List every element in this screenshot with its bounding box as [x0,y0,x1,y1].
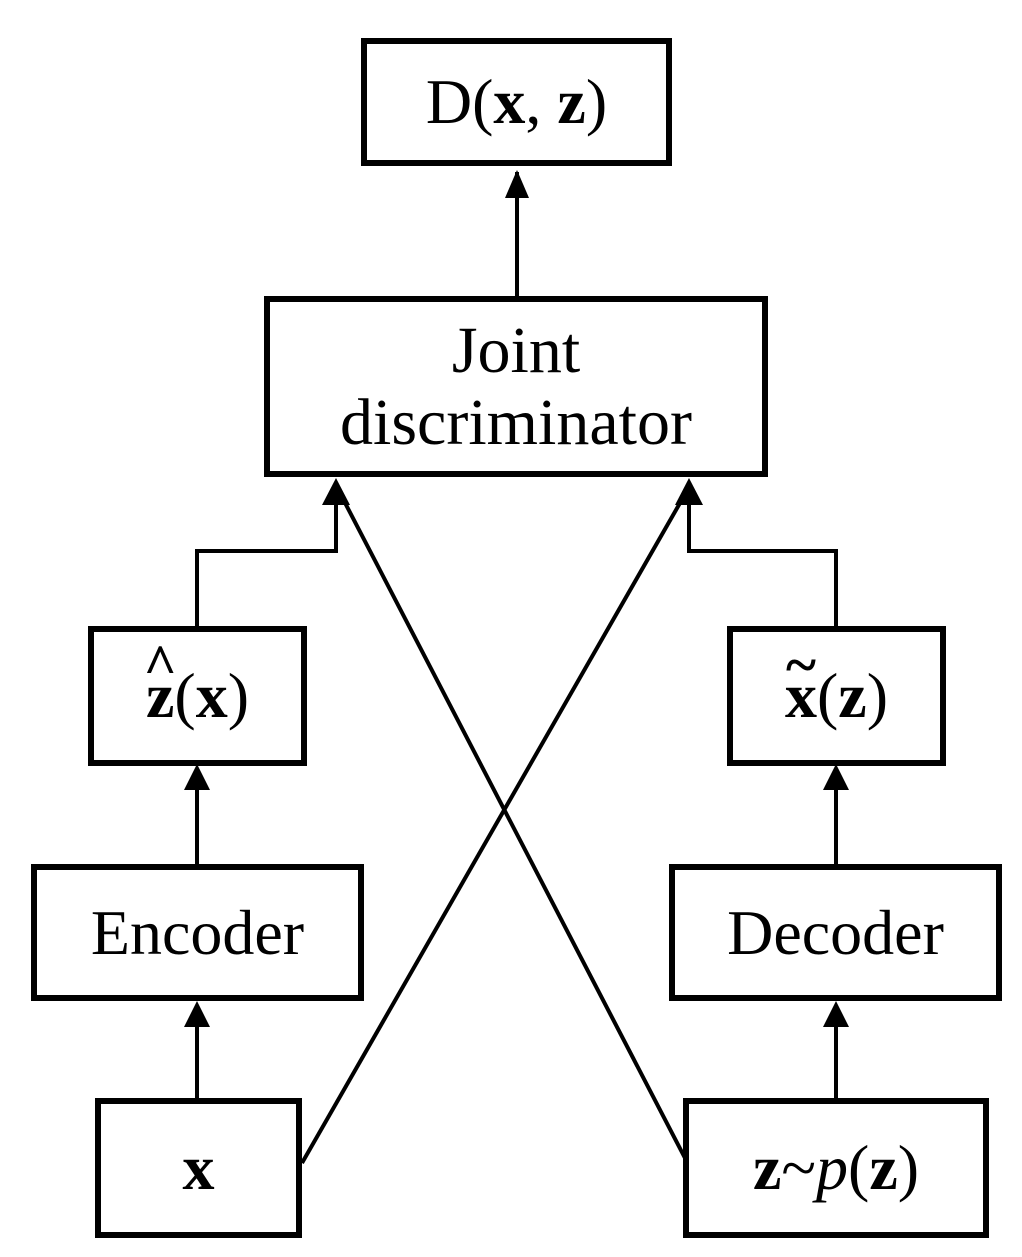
encoder-label: Encoder [90,896,305,968]
output-label-prefix: D( [425,66,494,138]
output-label-z: z [557,66,586,138]
arrowhead-output [505,170,529,198]
output-label: D(x, z) [426,67,607,136]
z-prior-label: z~p(z) [753,1133,919,1202]
arrowhead-xtilde [823,764,849,790]
z-prior-close: ) [897,1132,920,1204]
z-hat-letter: z [145,660,175,732]
z-prior-tilde: ~ [781,1132,816,1204]
joint-discriminator-node: Joint discriminator [264,296,768,477]
z-hat-symbol: ^z [143,637,176,732]
x-tilde-node: ~x(z) [727,626,946,766]
arrow-zhat-to-joint [195,500,338,628]
arrow-xtilde-to-joint [687,500,838,628]
z-hat-open: ( [174,660,196,732]
output-node: D(x, z) [361,38,672,166]
x-input-node: x [95,1098,302,1238]
decoder-label: Decoder [727,896,944,968]
x-tilde-symbol: ~x [784,637,817,732]
z-prior-open: ( [848,1132,870,1204]
output-label-suffix: ) [585,66,608,138]
encoder-node: Encoder [31,864,364,1001]
z-prior-node: z~p(z) [683,1098,989,1238]
z-prior-p: p [816,1132,848,1204]
x-tilde-close: ) [866,660,889,732]
x-tilde-letter: x [784,660,817,732]
joint-label-line2: discriminator [340,385,692,459]
z-hat-close: ) [227,660,250,732]
joint-label-line1: Joint [451,314,581,388]
output-label-x: x [493,66,526,138]
output-label-sep: , [525,66,558,138]
x-tilde-label: ~x(z) [784,637,889,732]
arrow-x-to-joint-cross [300,495,686,1164]
z-hat-accent: ^ [143,634,177,698]
z-prior-z: z [752,1132,782,1204]
x-tilde-accent: ~ [786,634,816,698]
x-tilde-open: ( [816,660,839,732]
x-input-label: x [182,1132,215,1204]
z-hat-arg: x [195,660,228,732]
z-hat-node: ^z(x) [88,626,307,766]
z-prior-arg: z [869,1132,898,1204]
z-hat-label: ^z(x) [143,637,250,732]
arrowhead-decoder [823,1001,849,1027]
arrow-zprior-to-joint-cross [340,496,688,1161]
decoder-node: Decoder [669,864,1002,1001]
x-tilde-arg: z [838,660,867,732]
arrowhead-encoder [184,1001,210,1027]
arrowhead-zhat [184,764,210,790]
